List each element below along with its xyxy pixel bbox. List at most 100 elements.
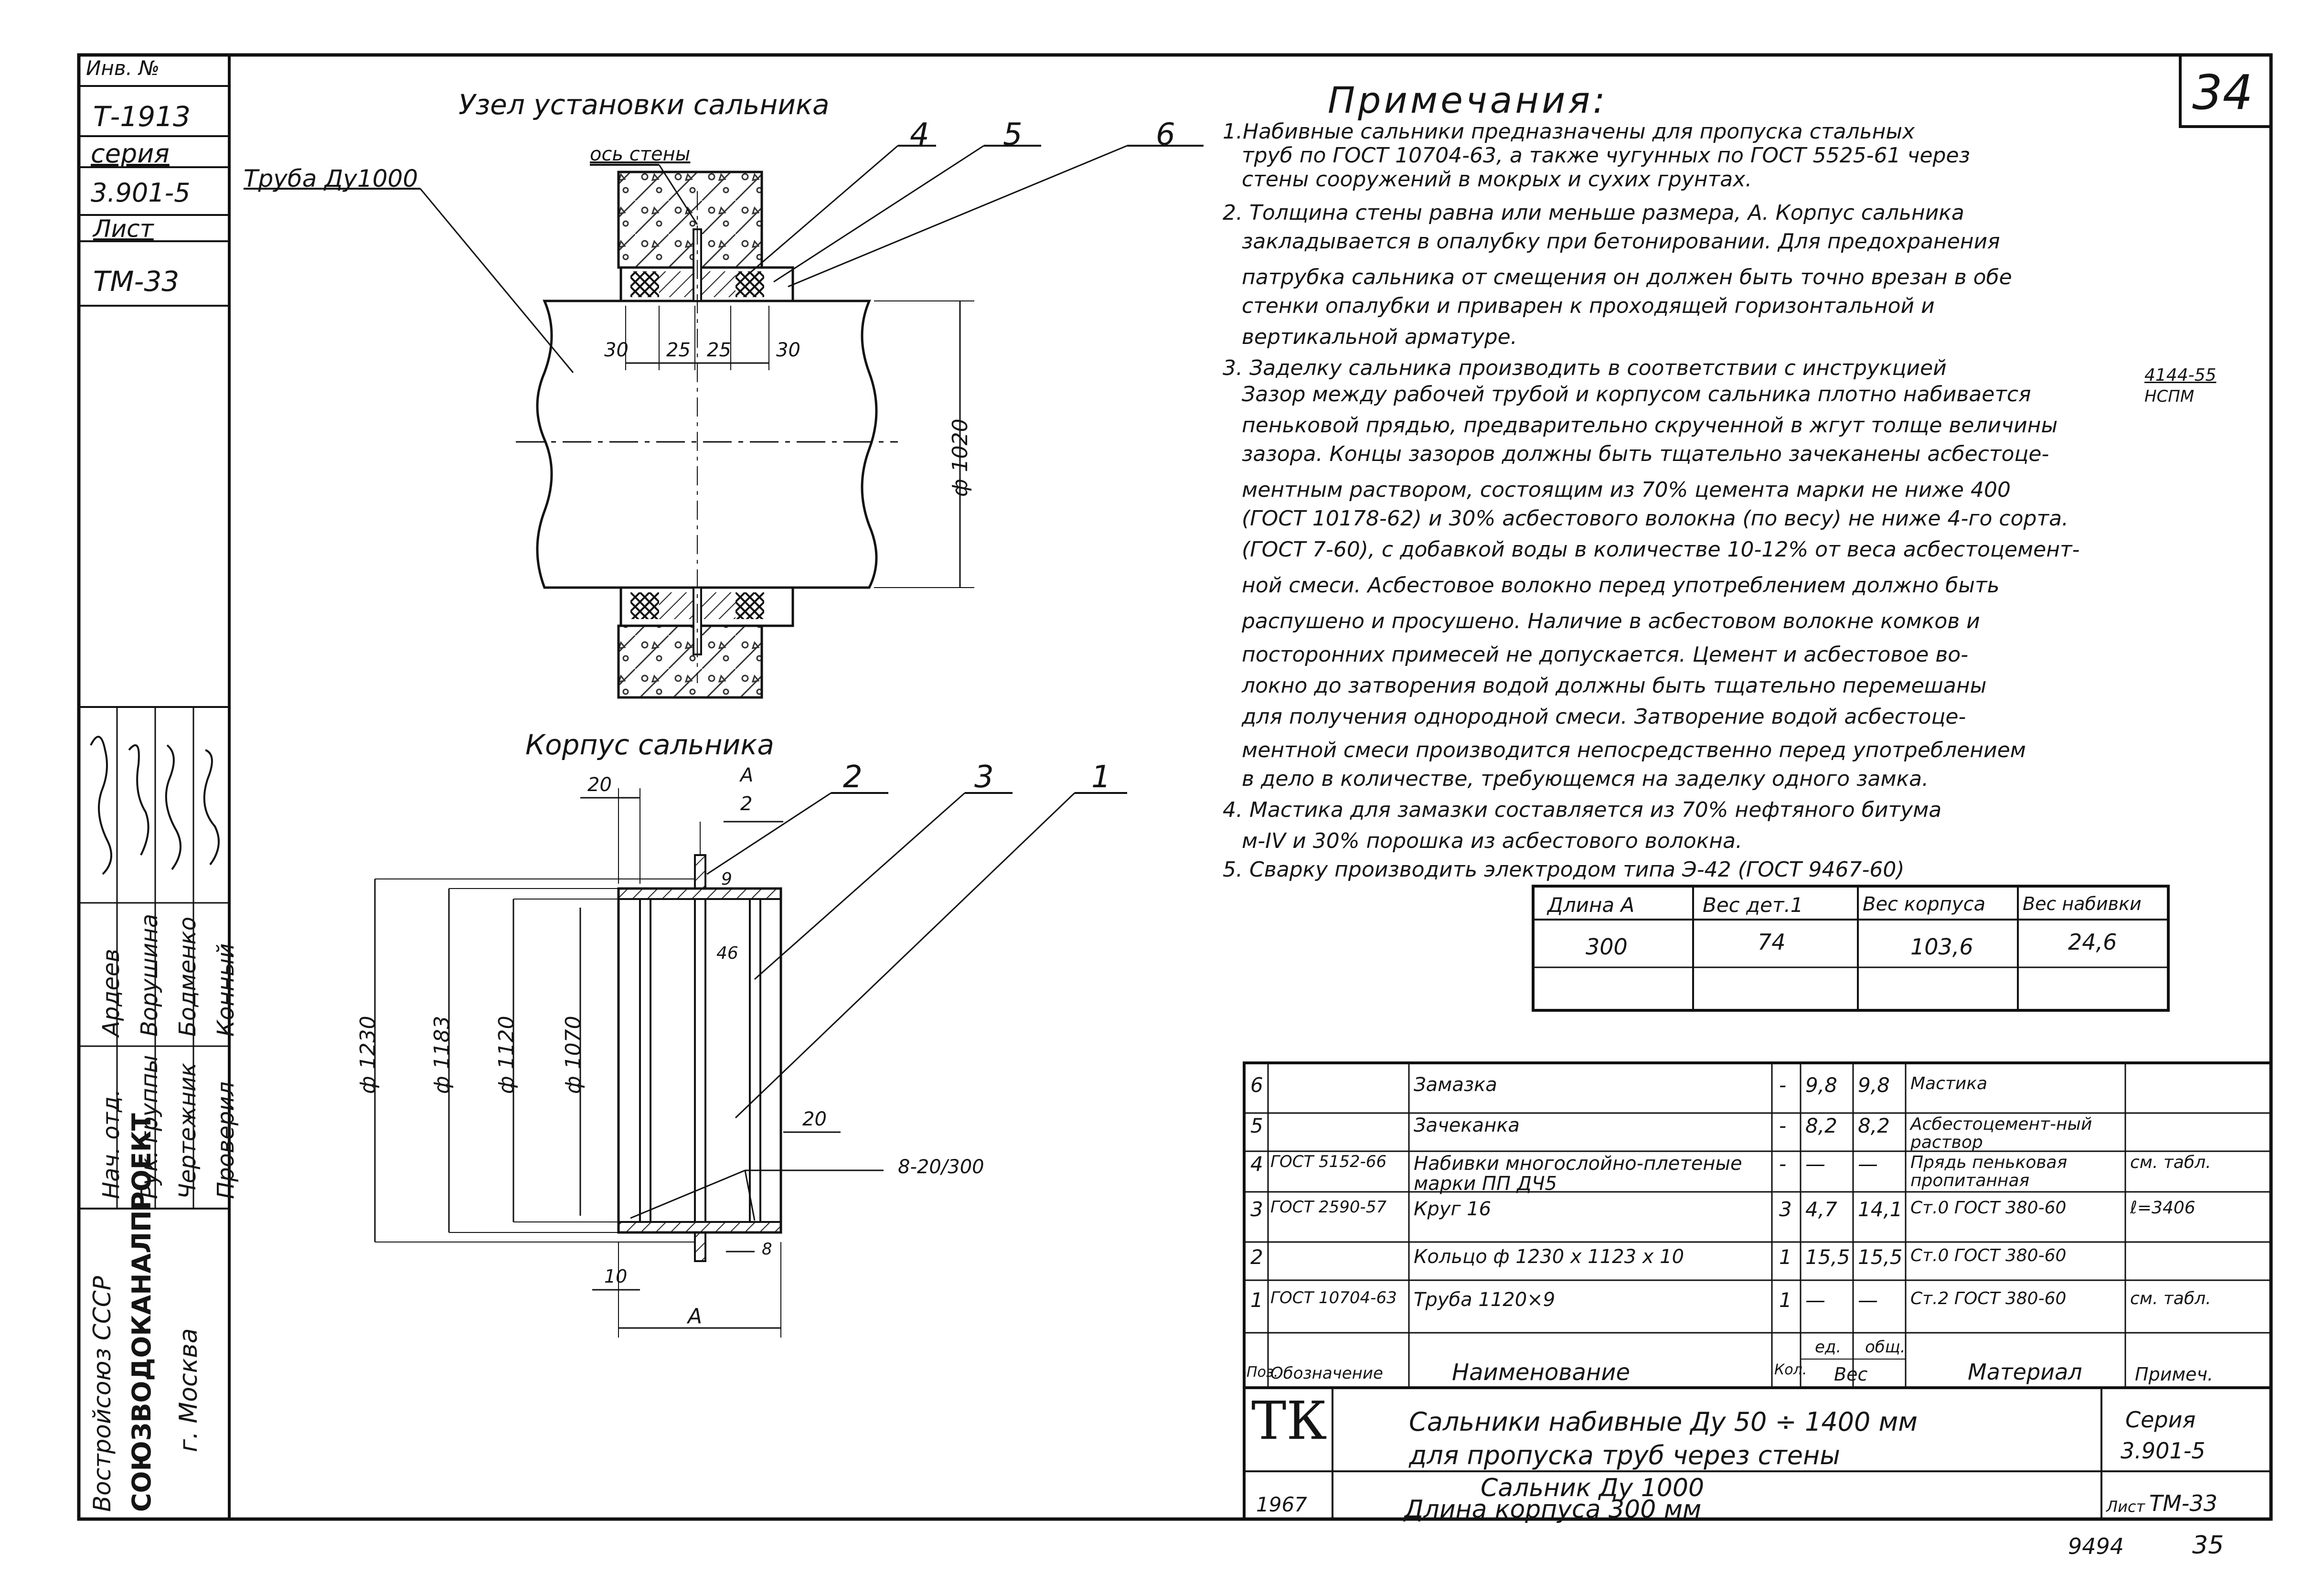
weld-note: 8-20/300 — [898, 1156, 984, 1178]
spec-head-qty: Кол. — [1774, 1361, 1807, 1378]
dim-20-top: 20 — [587, 774, 612, 796]
spec-cell-total: — — [1858, 1288, 1878, 1312]
spec-cell-name: Замазка — [1414, 1074, 1497, 1096]
spec-head-weight: Вес — [1834, 1364, 1868, 1385]
spec-cell-qty: - — [1779, 1073, 1787, 1097]
dim-30a: 30 — [604, 339, 629, 361]
spec-cell-total: 8,2 — [1858, 1114, 1890, 1137]
note-line: (ГОСТ 10178-62) и 30% асбестового волокн… — [1242, 506, 2069, 531]
spec-cell-total: 15,5 — [1858, 1245, 1903, 1269]
spec-cell-name: Труба 1120×9 — [1414, 1289, 1556, 1311]
org-line3: г. Москва — [174, 1328, 203, 1452]
spec-cell-material: Мастика — [1910, 1074, 1988, 1093]
spec-cell-material: Прядь пеньковая пропитанная — [1910, 1153, 2068, 1190]
spec-cell-total: 14,1 — [1858, 1198, 1903, 1221]
title-year: 1967 — [1256, 1493, 1307, 1516]
footer-page: 35 — [2192, 1531, 2224, 1560]
callout-5: 5 — [1003, 117, 1023, 152]
note-line: ментной смеси производится непосредствен… — [1242, 738, 2026, 762]
note-line: патрубка сальника от смещения он должен … — [1242, 265, 2012, 289]
spec-cell-designation: ГОСТ 5152-66 — [1270, 1152, 1387, 1171]
org-line2: СОЮЗВОДОКАНАЛПРОЕКТ — [127, 1113, 157, 1512]
spec-cell-designation: ГОСТ 2590-57 — [1270, 1198, 1387, 1217]
spec-cell-pos: 2 — [1250, 1245, 1263, 1269]
spec-cell-qty: 1 — [1779, 1245, 1792, 1269]
dim-a: А — [688, 1304, 703, 1328]
title-line2: для пропуска труб через стены — [1409, 1440, 1840, 1470]
note-line: 5. Сварку производить электродом типа Э-… — [1223, 857, 1905, 882]
title-series-value: 3.901-5 — [2121, 1438, 2206, 1464]
spec-cell-unit: — — [1805, 1152, 1825, 1176]
dim-a-half-top: А — [740, 764, 754, 786]
org-line1: Востройсоюз СССР — [88, 1276, 116, 1512]
spec-cell-material: Асбестоцемент-ный раствор — [1910, 1114, 2092, 1152]
callout-2: 2 — [843, 760, 863, 795]
weights-packing: 24,6 — [2068, 929, 2117, 955]
note-line: распушено и просушено. Наличие в асбесто… — [1242, 609, 1980, 633]
title-sheet-value: ТМ-33 — [2149, 1490, 2217, 1516]
note-line: труб по ГОСТ 10704-63, а также чугунных … — [1242, 143, 1970, 168]
note-line: ной смеси. Асбестовое волокно перед упот… — [1242, 573, 2000, 598]
note-line: 1.Набивные сальники предназначены для пр… — [1223, 119, 1915, 144]
pipe-label: Труба Ду1000 — [244, 165, 418, 193]
spec-cell-qty: - — [1779, 1114, 1787, 1137]
spec-head-total: общ. — [1865, 1338, 1906, 1357]
weld-9: 9 — [721, 869, 732, 889]
callout-6: 6 — [1156, 117, 1175, 152]
role-head: Нач. отд. — [98, 1089, 125, 1199]
d1183: ф 1183 — [430, 1016, 454, 1094]
instruction-ref-bottom: НСПМ — [2144, 387, 2195, 406]
title-series-label: Серия — [2125, 1407, 2196, 1433]
note-line: для получения однородной смеси. Затворен… — [1242, 705, 1966, 729]
note-line: ментным раствором, состоящим из 70% цеме… — [1242, 478, 2011, 502]
callout-1: 1 — [1091, 760, 1111, 795]
dim-25a: 25 — [666, 339, 691, 361]
weights-header-length: Длина А — [1547, 893, 1635, 917]
spec-head-material: Материал — [1968, 1359, 2082, 1385]
callout-3: 3 — [974, 760, 994, 795]
spec-cell-note: см. табл. — [2130, 1289, 2211, 1308]
note-line: в дело в количестве, требующемся на заде… — [1242, 767, 1929, 791]
spec-head-name: Наименование — [1452, 1359, 1631, 1386]
d1120: ф 1120 — [494, 1016, 519, 1094]
spec-cell-pos: 3 — [1250, 1198, 1263, 1221]
subtitle-line1: Сальник Ду 1000 — [1481, 1474, 1705, 1502]
note-line: закладывается в опалубку при бетонирован… — [1242, 229, 2000, 254]
series-label: серия — [91, 139, 170, 169]
callout-4: 4 — [910, 117, 929, 152]
weights-det1: 74 — [1758, 929, 1786, 955]
d1230: ф 1230 — [356, 1016, 380, 1094]
weights-header-packing: Вес набивки — [2023, 893, 2142, 914]
inv-number: Т-1913 — [93, 100, 191, 133]
note-line: 3. Заделку сальника производить в соотве… — [1223, 356, 1947, 380]
spec-cell-note: ℓ=3406 — [2130, 1198, 2196, 1218]
weights-length: 300 — [1586, 934, 1628, 960]
name-head: Ардеев — [98, 949, 125, 1037]
dim-30b: 30 — [776, 339, 800, 361]
role-drafter: Чертежник — [174, 1062, 201, 1199]
spec-head-unit: ед. — [1815, 1338, 1842, 1357]
top-drawing-title: Узел установки сальника — [458, 88, 830, 121]
d1070: ф 1070 — [561, 1016, 586, 1094]
note-line: локно до затворения водой должны быть тщ… — [1242, 674, 1987, 698]
dim-20-b: 20 — [802, 1108, 827, 1130]
spec-cell-unit: — — [1805, 1288, 1825, 1312]
spec-cell-qty: 3 — [1779, 1198, 1792, 1221]
spec-cell-material: Ст.0 ГОСТ 380-60 — [1910, 1198, 2067, 1218]
title-sheet-label: Лист — [2106, 1498, 2145, 1516]
weights-body: 103,6 — [1910, 934, 1973, 960]
dim-25b: 25 — [707, 339, 731, 361]
note-line: зазора. Концы зазоров должны быть тщател… — [1242, 442, 2049, 466]
sheet-number: 34 — [2192, 64, 2253, 120]
title-line1: Сальники набивные Ду 50 ÷ 1400 мм — [1409, 1407, 1918, 1437]
spec-cell-qty: - — [1779, 1152, 1787, 1176]
spec-cell-unit: 15,5 — [1805, 1245, 1850, 1269]
note-line: пеньковой прядью, предварительно скручен… — [1242, 413, 2058, 438]
name-checker: Конный — [213, 943, 239, 1037]
note-line: вертикальной арматуре. — [1242, 325, 1517, 349]
series-value: 3.901-5 — [91, 178, 191, 208]
spec-cell-unit: 8,2 — [1805, 1114, 1837, 1137]
weights-header-body: Вес корпуса — [1863, 893, 1986, 915]
notes-title: Примечания: — [1328, 79, 1608, 121]
